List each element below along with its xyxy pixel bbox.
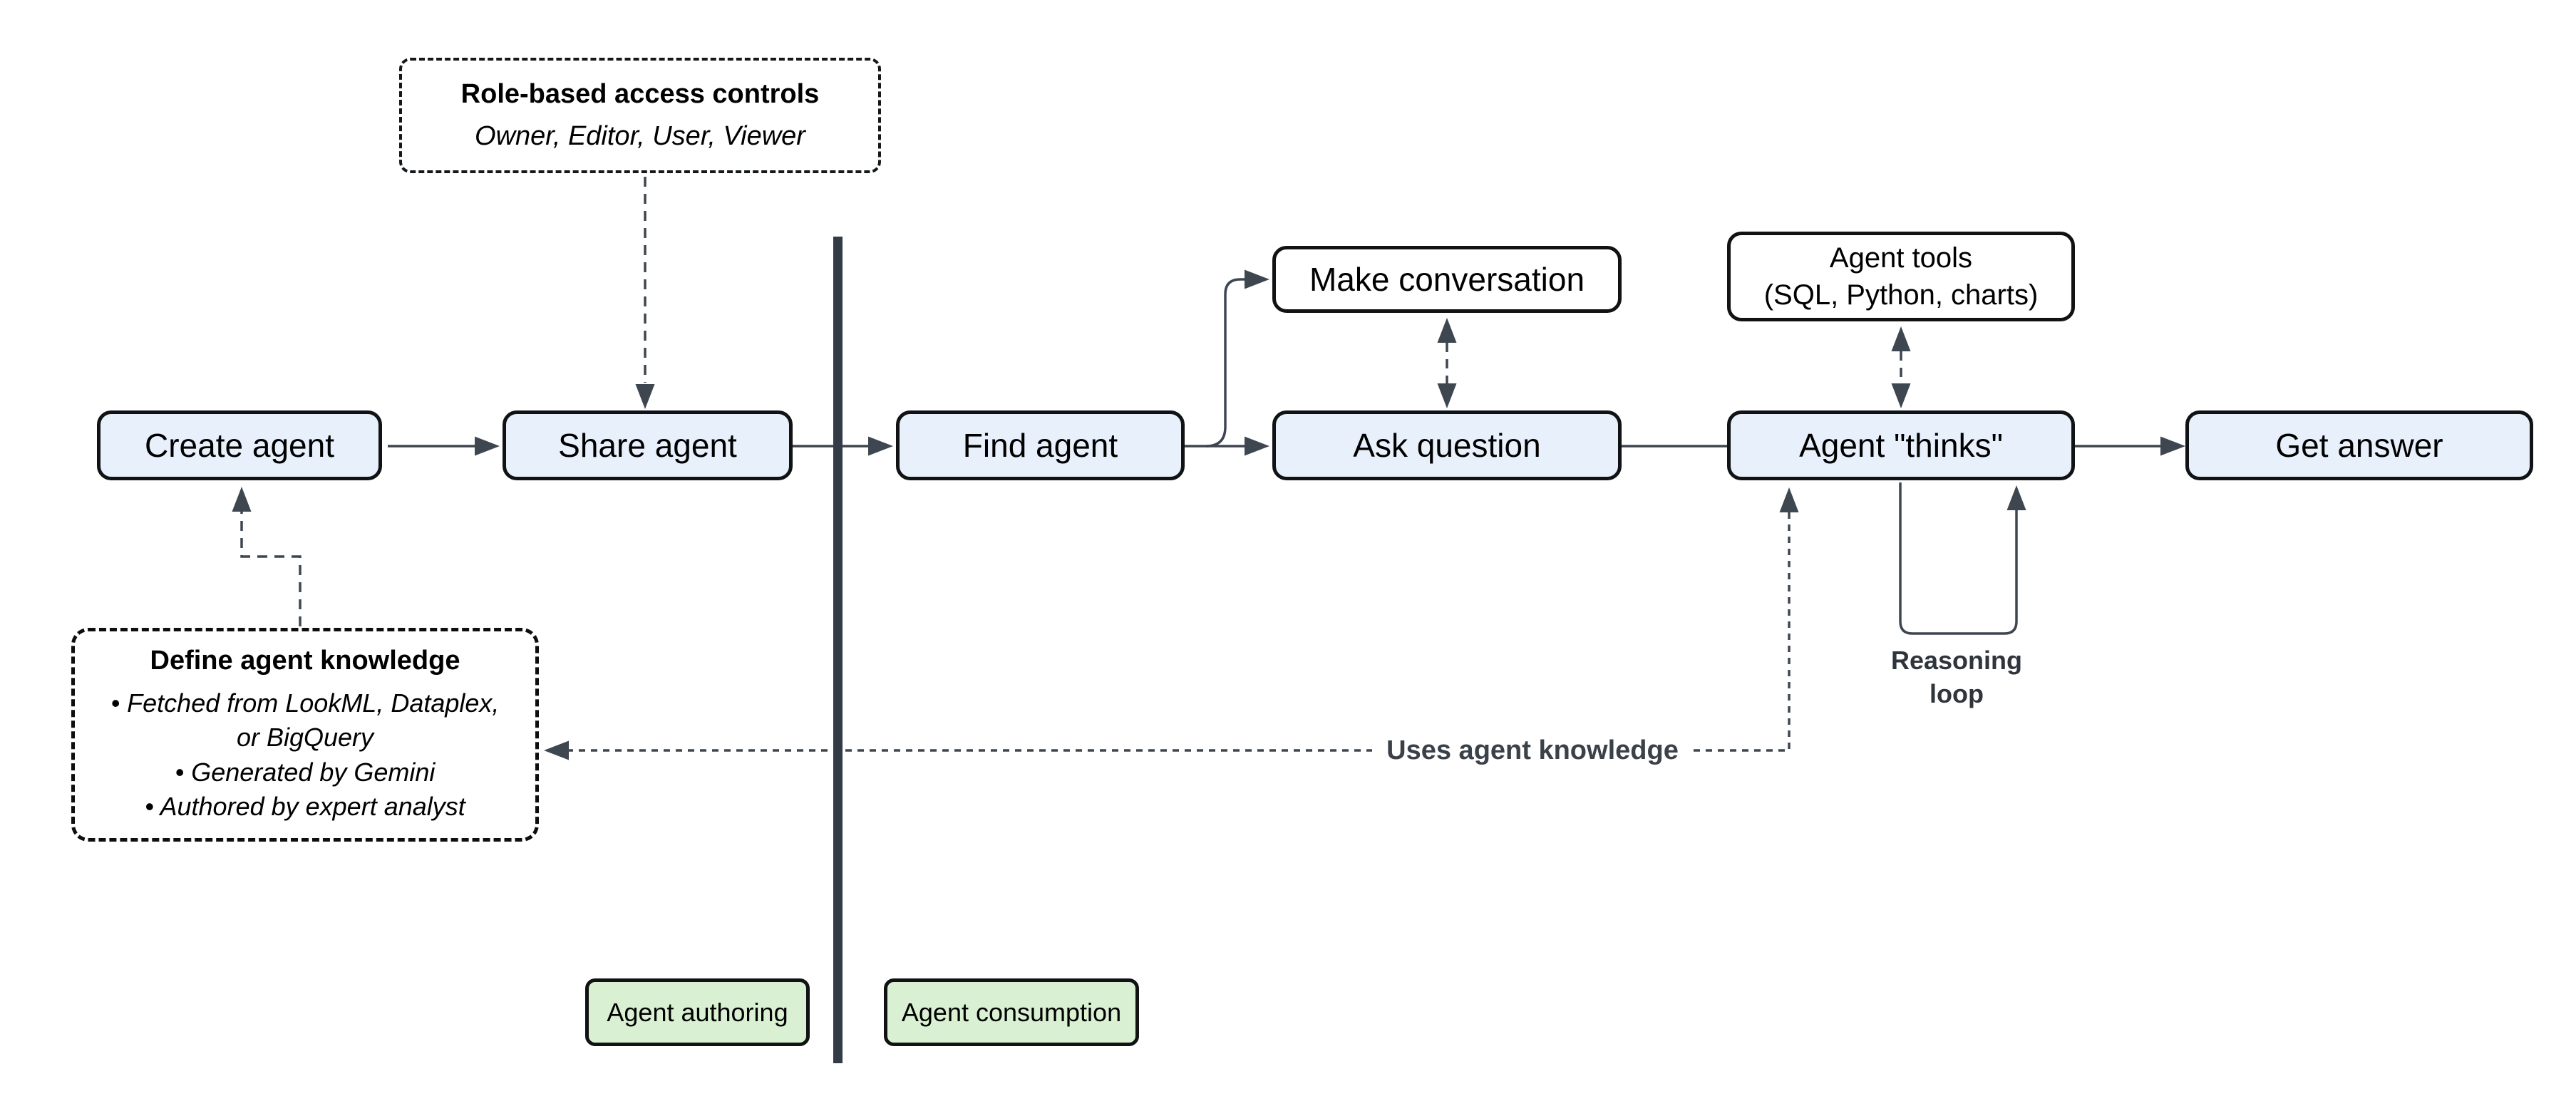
knowledge-bullet-2: • Generated by Gemini xyxy=(175,757,436,787)
connector-tools-thinks-bidirectional xyxy=(1891,326,1911,408)
node-make-conversation: Make conversation xyxy=(1272,246,1622,313)
callout-define-agent-knowledge: Define agent knowledge • Fetched from Lo… xyxy=(71,628,539,842)
zone-agent-consumption-label: Agent consumption xyxy=(901,997,1122,1027)
connector-share-to-find xyxy=(793,436,893,456)
arrowhead-down-icon xyxy=(1891,383,1911,408)
connector-reasoning-loop xyxy=(1899,482,2026,635)
connector-rbac-to-share xyxy=(635,177,655,409)
knowledge-bullet-3: • Authored by expert analyst xyxy=(145,791,465,821)
rbac-roles: Owner, Editor, User, Viewer xyxy=(475,121,805,151)
knowledge-bullet-1: • Fetched from LookML, Dataplex, xyxy=(110,688,500,718)
node-ask-question-label: Ask question xyxy=(1353,427,1541,464)
node-agent-thinks: Agent "thinks" xyxy=(1727,410,2075,480)
node-get-answer-label: Get answer xyxy=(2275,427,2443,464)
zone-agent-consumption: Agent consumption xyxy=(884,978,1139,1046)
arrowhead-right-icon xyxy=(868,436,893,456)
knowledge-bullet-1-cont: or BigQuery xyxy=(236,723,374,753)
uses-agent-knowledge-label: Uses agent knowledge xyxy=(1372,731,1693,770)
node-make-conversation-label: Make conversation xyxy=(1309,261,1585,298)
connector-knowledge-to-create xyxy=(232,487,302,626)
connector-find-to-make-conversation xyxy=(1205,269,1269,448)
zone-agent-authoring-label: Agent authoring xyxy=(607,997,788,1027)
arrowhead-down-icon xyxy=(1437,383,1457,408)
arrowhead-up-icon xyxy=(2006,485,2026,510)
knowledge-title: Define agent knowledge xyxy=(150,646,460,676)
arrowhead-right-icon xyxy=(1245,269,1269,289)
node-get-answer: Get answer xyxy=(2185,410,2533,480)
node-ask-question: Ask question xyxy=(1272,410,1622,480)
node-agent-thinks-label: Agent "thinks" xyxy=(1799,427,2003,464)
arrowhead-up-icon xyxy=(1437,318,1457,343)
node-share-agent: Share agent xyxy=(503,410,793,480)
node-agent-tools-line2: (SQL, Python, charts) xyxy=(1763,279,2039,311)
connector-create-to-share xyxy=(388,436,500,456)
arrowhead-up-icon xyxy=(1891,326,1911,351)
node-create-agent: Create agent xyxy=(97,410,382,480)
rbac-title: Role-based access controls xyxy=(460,79,820,109)
arrowhead-up-icon xyxy=(1779,487,1799,512)
arrowhead-left-icon xyxy=(544,740,569,760)
node-agent-tools: Agent tools (SQL, Python, charts) xyxy=(1727,232,2075,321)
connector-make-ask-bidirectional xyxy=(1437,318,1457,408)
node-create-agent-label: Create agent xyxy=(145,427,334,464)
connector-find-to-ask xyxy=(1185,436,1269,456)
arrowhead-right-icon xyxy=(1245,436,1269,456)
authoring-consumption-divider xyxy=(833,237,843,1063)
arrowhead-right-icon xyxy=(2160,436,2185,456)
connector-thinks-to-answer xyxy=(2075,436,2185,456)
arrowhead-down-icon xyxy=(635,384,655,409)
arrowhead-right-icon xyxy=(475,436,500,456)
callout-role-based-access: Role-based access controls Owner, Editor… xyxy=(399,58,881,173)
connector-uses-agent-knowledge xyxy=(544,487,1799,760)
arrowhead-up-icon xyxy=(232,487,252,512)
node-share-agent-label: Share agent xyxy=(558,427,737,464)
node-find-agent-label: Find agent xyxy=(962,427,1118,464)
node-agent-tools-line1: Agent tools xyxy=(1829,242,1973,274)
reasoning-loop-label: Reasoning loop xyxy=(1890,646,2023,708)
zone-agent-authoring: Agent authoring xyxy=(585,978,810,1046)
node-find-agent: Find agent xyxy=(896,410,1185,480)
